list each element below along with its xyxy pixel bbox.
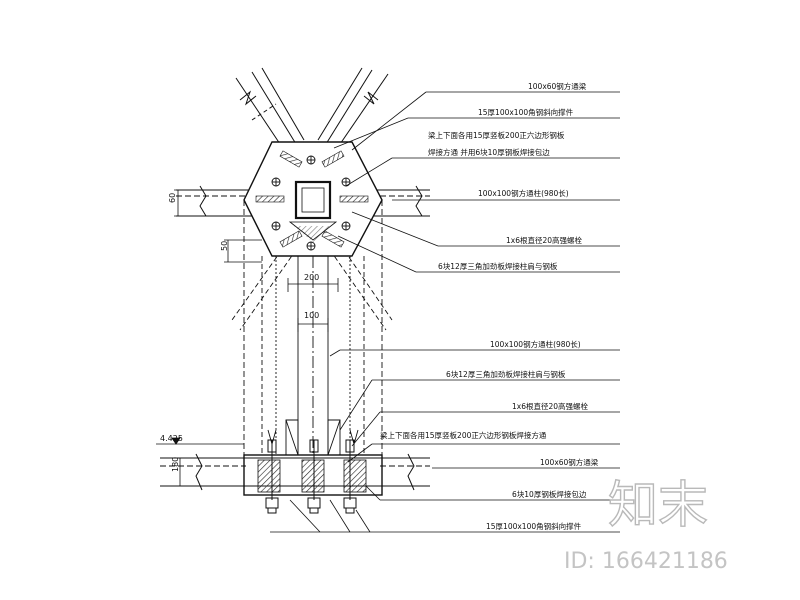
dim-100: 100 bbox=[304, 311, 319, 320]
dim-200: 200 bbox=[304, 273, 319, 282]
lower-diagonal-braces bbox=[231, 243, 393, 331]
label-column-upper: 100x100钢方通柱(980长) bbox=[478, 188, 569, 198]
label-beam-top: 100x60钢方通梁 bbox=[528, 81, 587, 91]
dimension-lines bbox=[156, 189, 339, 487]
upper-right-diagonal-brace bbox=[317, 67, 389, 151]
elevation-value: 4.425 bbox=[160, 434, 183, 443]
label-angle-brace-top: 15厚100x100角钢斜向撑件 bbox=[478, 107, 574, 117]
hexagonal-connection-plate bbox=[243, 141, 383, 257]
watermark: 知末 ID: 166421186 bbox=[564, 475, 728, 574]
dim-60: 60 bbox=[168, 193, 177, 203]
label-bolts-lower: 1x6根直径20高强螺栓 bbox=[512, 401, 589, 411]
base-bolts bbox=[265, 439, 357, 514]
label-hex-plate-top-2: 焊接方通 并用6块10厚钢板焊接包边 bbox=[428, 147, 550, 157]
dimension-texts: 60 50 200 100 4.425 180 bbox=[160, 193, 319, 472]
upper-left-diagonal-brace bbox=[235, 67, 305, 151]
watermark-brand: 知末 bbox=[608, 476, 708, 534]
watermark-id: ID: 166421186 bbox=[564, 549, 728, 574]
label-bolts-upper: 1x6根直径20高强螺栓 bbox=[506, 235, 583, 245]
dim-180: 180 bbox=[171, 457, 180, 472]
label-edge-plate-lower: 6块10厚钢板焊接包边 bbox=[512, 489, 587, 499]
label-angle-brace-lower: 15厚100x100角钢斜向撑件 bbox=[486, 521, 582, 531]
label-stiffener-upper: 6块12厚三角加劲板焊接柱肩与钢板 bbox=[438, 261, 558, 271]
label-beam-lower: 100x60钢方通梁 bbox=[540, 457, 599, 467]
label-stiffener-lower: 6块12厚三角加劲板焊接柱肩与钢板 bbox=[446, 369, 566, 379]
label-hex-plate-top-1: 梁上下面各用15厚竖板200正六边形钢板 bbox=[428, 130, 565, 140]
label-hex-plate-lower: 梁上下面各用15厚竖板200正六边形钢板焊接方通 bbox=[380, 430, 547, 440]
leader-lines bbox=[270, 91, 620, 533]
label-column-lower: 100x100钢方通柱(980长) bbox=[490, 339, 581, 349]
vertical-column bbox=[243, 200, 383, 495]
dim-50: 50 bbox=[220, 241, 229, 251]
annotation-labels: 100x60钢方通梁 15厚100x100角钢斜向撑件 梁上下面各用15厚竖板2… bbox=[380, 81, 599, 531]
horizontal-beam-lower bbox=[160, 453, 430, 496]
